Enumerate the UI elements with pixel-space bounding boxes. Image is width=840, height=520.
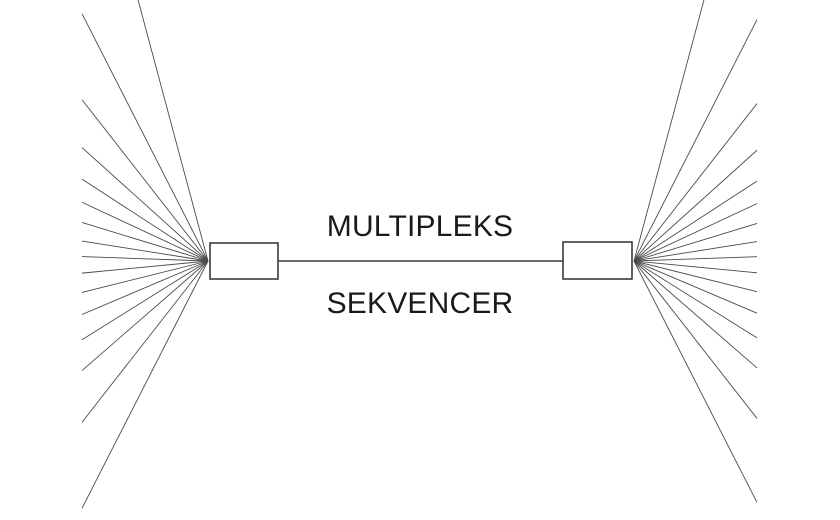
left-fan-line <box>81 260 209 509</box>
right-fan-line <box>633 260 758 503</box>
right-box[interactable] <box>562 241 633 280</box>
left-fan-line <box>81 260 209 341</box>
left-fan-line <box>81 256 209 262</box>
right-fan-line <box>633 260 758 314</box>
right-fan-line <box>633 260 758 293</box>
right-fan-line <box>633 260 758 274</box>
left-fan-line <box>137 0 209 262</box>
label-multipleks: MULTIPLEKS <box>327 210 514 243</box>
left-fan-group <box>81 0 209 509</box>
left-fan-line <box>81 260 209 371</box>
right-fan-line <box>633 241 758 262</box>
right-fan-line <box>633 222 758 262</box>
left-fan-line <box>81 99 209 262</box>
left-fan-line <box>81 240 209 262</box>
right-fan-line <box>633 0 705 262</box>
left-fan-line <box>81 13 209 262</box>
left-fan-line <box>81 260 209 423</box>
right-fan-group <box>633 0 758 503</box>
left-fan-line <box>81 201 209 262</box>
right-fan-line <box>633 256 758 262</box>
left-fan-line <box>81 260 209 315</box>
right-fan-line <box>633 260 758 369</box>
right-fan-line <box>633 260 758 419</box>
left-fan-line <box>81 147 209 262</box>
left-fan-line <box>81 178 209 262</box>
right-fan-line <box>633 260 758 339</box>
right-fan-line <box>633 103 758 262</box>
left-fan-line <box>81 222 209 262</box>
left-fan-line <box>81 260 209 293</box>
left-fan-line <box>81 260 209 274</box>
label-sekvencer: SEKVENCER <box>327 287 514 320</box>
right-fan-line <box>633 180 758 262</box>
left-box[interactable] <box>209 242 279 280</box>
right-fan-line <box>633 19 758 262</box>
right-fan-line <box>633 203 758 262</box>
right-fan-line <box>633 149 758 262</box>
